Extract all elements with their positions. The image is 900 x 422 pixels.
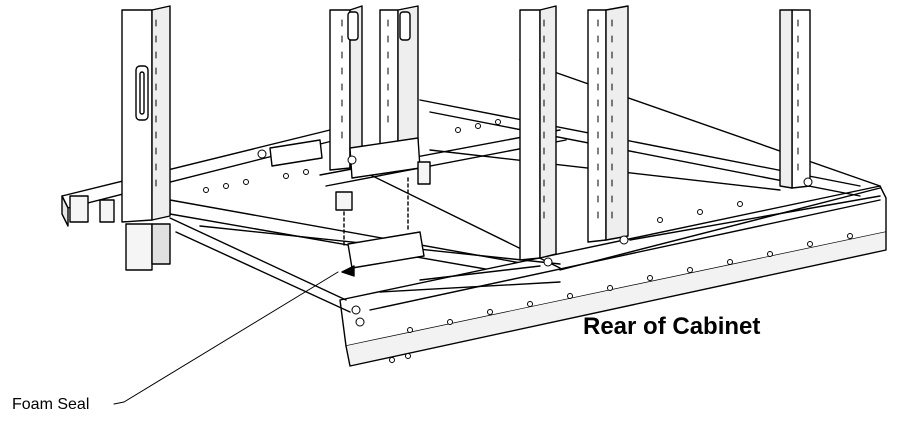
post-slots (155, 19, 799, 219)
foam-seal-leader-line (113, 271, 339, 405)
foam-seal-label: Foam Seal (12, 396, 90, 413)
rear-of-cabinet-title: Rear of Cabinet (583, 313, 761, 340)
frame-holes (203, 119, 853, 363)
foam-seal-part (341, 177, 425, 277)
door-handles (135, 11, 411, 121)
leveling-feet (69, 161, 431, 271)
upper-crossbeam (269, 137, 421, 179)
frame-rails (61, 59, 887, 367)
